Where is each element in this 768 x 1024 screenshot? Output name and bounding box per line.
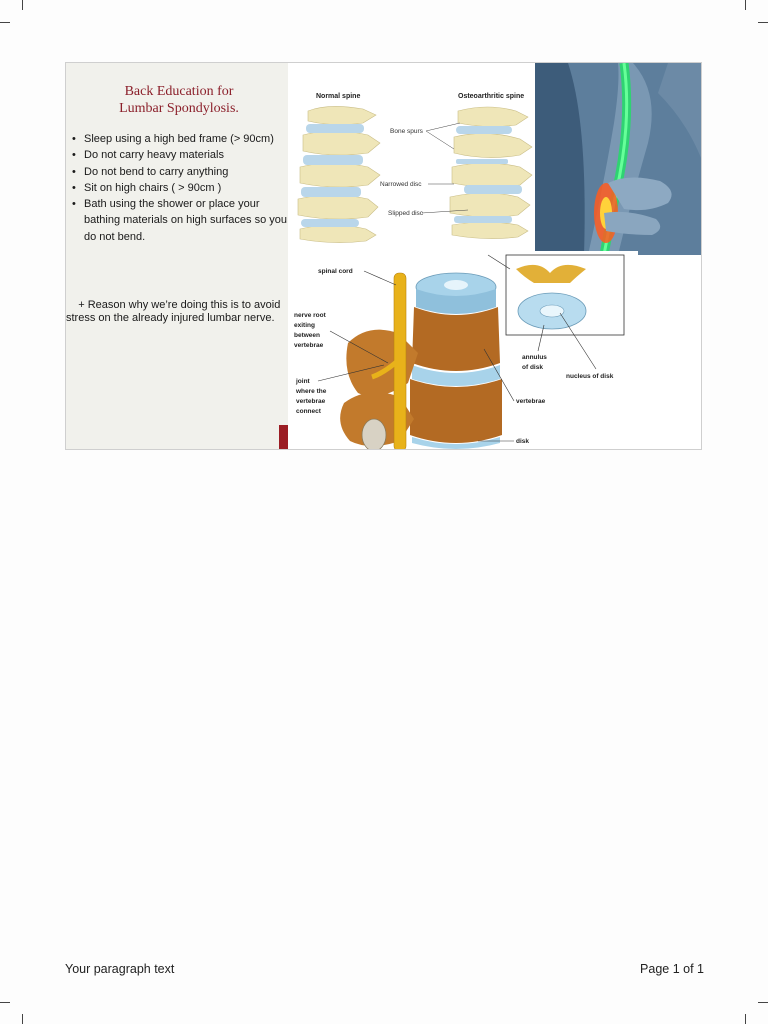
accent-bar [279, 425, 288, 449]
advice-list: Sleep using a high bed frame (> 90cm) Do… [70, 131, 295, 245]
joint-label: joint [295, 378, 311, 385]
joint-label: vertebrae [296, 398, 326, 405]
anatomy-illustrations: Normal spine Osteoarthritic spine [288, 63, 701, 449]
nerve-root-label: exiting [294, 322, 315, 329]
back-pain-photo [535, 63, 701, 256]
crop-mark [0, 1002, 10, 1003]
spinal-cord-label: spinal cord [318, 268, 353, 275]
annulus-label: annulus [522, 354, 547, 361]
slide: Back Education for Lumbar Spondylosis. S… [65, 62, 702, 450]
nerve-root-label: vertebrae [294, 342, 324, 349]
crop-mark [22, 1014, 23, 1024]
vertebra-anatomy-figure: spinal cord nerve root exiting between v… [288, 251, 638, 449]
joint-label: where the [295, 388, 327, 395]
spine-comparison-figure: Normal spine Osteoarthritic spine [297, 93, 533, 243]
normal-spine-label: Normal spine [316, 93, 360, 100]
annulus-label: of disk [522, 364, 543, 371]
footer-left-text: Your paragraph text [65, 962, 175, 976]
list-item: Bath using the shower or place your bath… [70, 196, 295, 245]
joint-label: connect [296, 408, 322, 415]
reason-note: + Reason why we’re doing this is to avoi… [66, 299, 288, 325]
page-number: Page 1 of 1 [640, 962, 704, 976]
list-item: Do not bend to carry anything [70, 164, 295, 181]
title-line: Lumbar Spondylosis. [119, 101, 239, 116]
nucleus-label: nucleus of disk [566, 373, 614, 380]
vertebrae-label: vertebrae [516, 398, 546, 405]
title-line: Back Education for [124, 84, 234, 99]
crop-mark [0, 22, 10, 23]
crop-mark [745, 0, 746, 10]
text-panel: Back Education for Lumbar Spondylosis. S… [66, 63, 288, 449]
nerve-root-label: nerve root [294, 312, 327, 319]
slipped-disc-label: Slipped disc [388, 210, 424, 217]
crop-mark [22, 0, 23, 10]
reason-text: + Reason why we’re doing this is to avoi… [66, 299, 281, 324]
slide-title: Back Education for Lumbar Spondylosis. [66, 83, 292, 117]
image-panel: Normal spine Osteoarthritic spine [288, 63, 701, 449]
nerve-root-label: between [294, 332, 320, 339]
crop-mark [758, 1002, 768, 1003]
crop-mark [758, 22, 768, 23]
narrowed-disc-label: Narrowed disc [380, 181, 422, 188]
list-item: Sleep using a high bed frame (> 90cm) [70, 131, 295, 148]
crop-mark [745, 1014, 746, 1024]
list-item: Do not carry heavy materials [70, 147, 295, 164]
oa-spine-label: Osteoarthritic spine [458, 93, 524, 100]
bone-spurs-label: Bone spurs [390, 128, 424, 135]
list-item: Sit on high chairs ( > 90cm ) [70, 180, 295, 197]
disk-label: disk [516, 438, 529, 445]
